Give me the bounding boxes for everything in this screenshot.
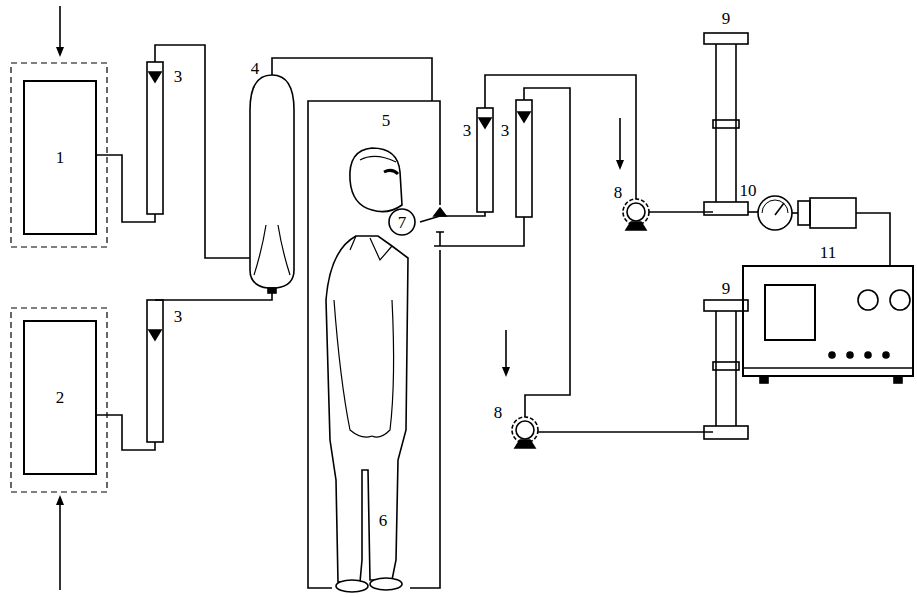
respirator-mask <box>389 209 415 235</box>
pipe <box>272 58 432 101</box>
instrument-screen <box>765 285 815 340</box>
callout-number: 10 <box>738 181 759 200</box>
mixing-vessel <box>250 75 294 288</box>
pump <box>512 417 538 443</box>
pump <box>623 199 649 225</box>
flow-arrow <box>505 330 507 372</box>
instrument-base <box>742 367 912 369</box>
person-collar <box>350 236 392 260</box>
flow-meter-gauge <box>758 196 792 230</box>
callout-number: 4 <box>249 59 262 78</box>
flow-arrow <box>59 6 61 52</box>
pipe <box>155 292 272 300</box>
pipe <box>524 88 570 417</box>
callout-number: 9 <box>720 279 733 298</box>
filter-cap <box>704 33 748 44</box>
dashed-enclosure <box>11 63 107 247</box>
instrument-foot <box>894 377 902 383</box>
flow-arrow <box>59 500 61 590</box>
callout-number: 3 <box>172 67 185 86</box>
person-foot <box>336 580 368 592</box>
callout-number: 2 <box>56 388 65 408</box>
filter-body <box>715 311 717 426</box>
callout-number: 8 <box>612 183 625 202</box>
filter-cap <box>704 426 748 439</box>
callout-number: 5 <box>380 111 393 130</box>
test-chamber <box>308 101 440 588</box>
pipe <box>538 431 713 433</box>
callout-number: 11 <box>820 243 836 263</box>
flowmeter-float <box>479 118 491 128</box>
goggles <box>384 170 398 174</box>
pump-base <box>626 222 646 230</box>
filter-band <box>713 362 739 370</box>
pipe <box>792 212 798 214</box>
flowmeter-float <box>149 330 161 340</box>
pump-base <box>515 440 535 448</box>
instrument-knob <box>858 290 878 310</box>
pipe <box>485 75 636 199</box>
signal-cable <box>856 213 890 265</box>
pipe <box>155 45 250 258</box>
person-arms <box>334 300 394 437</box>
pump <box>627 203 645 221</box>
instrument-button <box>829 352 835 358</box>
flowmeter <box>147 62 163 214</box>
instrument-button <box>847 352 853 358</box>
source-box: 2 <box>23 320 97 475</box>
flowmeter-float <box>518 112 530 122</box>
sample-tube <box>420 212 485 222</box>
gauge-needle <box>775 203 784 215</box>
gauge-scale <box>762 200 788 213</box>
instrument-knob <box>890 290 910 310</box>
callout-number: 3 <box>499 121 512 140</box>
vessel-nozzle <box>268 288 276 293</box>
mask-port <box>434 232 446 246</box>
person-body <box>326 236 408 582</box>
mask-port <box>434 208 446 216</box>
flow-arrow <box>619 118 621 165</box>
callout-number: 6 <box>377 511 390 530</box>
instrument-button <box>883 352 889 358</box>
flowmeter-float <box>149 72 161 82</box>
person-foot <box>370 578 402 590</box>
callout-number: 3 <box>172 307 185 326</box>
callout-number: 9 <box>720 9 733 28</box>
person-hood-edge <box>360 156 396 162</box>
instrument-button <box>865 352 871 358</box>
flowmeter <box>477 108 493 212</box>
flowmeter <box>516 100 532 217</box>
filter-body <box>735 44 737 202</box>
callout-number: 3 <box>461 121 474 140</box>
filter-cap <box>704 202 748 215</box>
vessel-inner <box>254 225 290 275</box>
filter-body <box>715 44 717 202</box>
callout-number: 8 <box>492 403 505 422</box>
test-chamber <box>410 250 440 588</box>
pump <box>516 421 534 439</box>
person-hood <box>350 148 402 212</box>
filter-band <box>713 120 739 128</box>
dashed-enclosure <box>11 308 107 492</box>
flowmeter <box>147 300 163 442</box>
sensor-head <box>798 201 810 225</box>
sensor-body <box>810 198 856 228</box>
instrument-foot <box>760 377 768 383</box>
recorder-box: 11 <box>742 265 914 377</box>
filter-body <box>735 311 737 426</box>
pipe <box>748 211 758 213</box>
sample-tube <box>446 217 524 246</box>
callout-number: 1 <box>56 148 65 168</box>
callout-number: 7 <box>396 213 409 232</box>
source-box: 1 <box>23 80 97 235</box>
